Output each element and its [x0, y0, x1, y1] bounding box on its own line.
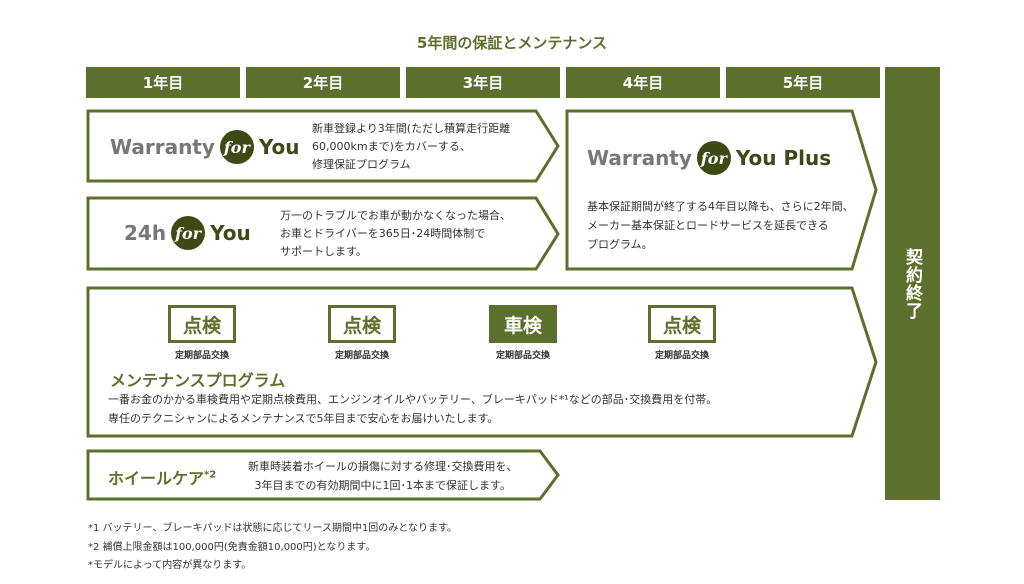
logo-word: Warranty: [587, 146, 692, 170]
inspection-stamp-1: 点検: [168, 305, 236, 343]
footnote-mark: *2: [204, 469, 217, 481]
24h-for-you-logo: 24h for You: [124, 216, 251, 250]
warranty-plus-description: 基本保証期間が終了する4年目以降も、さらに2年間、 メーカー基本保証とロードサー…: [587, 197, 854, 254]
stamp-caption: 定期部品交換: [654, 351, 709, 361]
for-badge: for: [696, 141, 731, 175]
page-title: 5年間の保証とメンテナンス: [416, 34, 608, 52]
for-badge: for: [171, 216, 206, 250]
footnote-1: *1 バッテリー、ブレーキパッドは状態に応じてリース期間中1回のみとなります。: [88, 523, 458, 534]
desc-line: 一番お金のかかる車検費用や定期点検費用、エンジンオイルやバッテリー、ブレーキパッ…: [108, 393, 718, 406]
contract-end-bar: 契約終了: [885, 67, 940, 500]
desc-line: メーカー基本保証とロードサービスを延長できる: [587, 219, 829, 232]
desc-line: 専任のテクニシャンによるメンテナンスで5年目まで安心をお届けいたします。: [108, 412, 499, 425]
inspection-stamp-2: 点検: [328, 305, 396, 343]
year-3-header: 3年目: [406, 67, 560, 98]
year-1-header: 1年目: [86, 67, 240, 98]
warranty-arrow: [86, 109, 560, 183]
wheel-care-title: ホイールケア: [108, 469, 205, 488]
logo-word: 24h: [124, 221, 167, 245]
stamp-caption: 定期部品交換: [334, 351, 389, 361]
shaken-stamp: 車検: [489, 305, 557, 343]
desc-line: サポートします。: [280, 245, 367, 258]
desc-line: 60,000kmまで)をカバーする、: [312, 140, 471, 153]
maintenance-description: 一番お金のかかる車検費用や定期点検費用、エンジンオイルやバッテリー、ブレーキパッ…: [108, 390, 717, 428]
logo-you: You: [258, 135, 300, 159]
wheel-care-description: 新車時装着ホイールの損傷に対する修理･交換費用を、 3年目までの有効期間中に1回…: [248, 457, 518, 495]
24h-description: 万一のトラブルでお車が動かなくなった場合、 お車とドライバーを365日･24時間…: [280, 207, 511, 261]
logo-you-plus: You Plus: [735, 146, 832, 170]
year-2-header: 2年目: [246, 67, 400, 98]
desc-line: 修理保証プログラム: [312, 158, 411, 171]
wheel-care-heading: ホイールケア*2: [108, 465, 216, 489]
maintenance-arrow: [86, 286, 878, 438]
desc-line: 基本保証期間が終了する4年目以降も、さらに2年間、: [587, 200, 854, 213]
h24-arrow: [86, 196, 560, 271]
inspection-stamp-4: 点検: [648, 305, 716, 343]
stamp-caption: 定期部品交換: [174, 351, 229, 361]
desc-line: お車とドライバーを365日･24時間体制で: [280, 227, 486, 240]
desc-line: 万一のトラブルでお車が動かなくなった場合、: [280, 209, 511, 222]
warranty-for-you-logo: Warranty for You: [110, 130, 300, 164]
stamp-caption: 定期部品交換: [495, 351, 550, 361]
warranty-plus-arrow: [565, 109, 878, 271]
desc-line: 新車時装着ホイールの損傷に対する修理･交換費用を、: [248, 460, 518, 473]
warranty-description: 新車登録より3年間(ただし積算走行距離 60,000kmまで)をカバーする、 修…: [312, 120, 510, 174]
for-badge: for: [219, 130, 254, 164]
logo-word: Warranty: [110, 135, 215, 159]
footnote-3: *モデルによって内容が異なります。: [88, 560, 252, 571]
logo-you: You: [210, 221, 251, 245]
year-5-header: 5年目: [726, 67, 880, 98]
footnote-2: *2 補償上限金額は100,000円(免責金額10,000円)となります。: [88, 542, 376, 553]
desc-line: 3年目までの有効期間中に1回･1本まで保証します。: [254, 479, 511, 492]
warranty-plus-logo: Warranty for You Plus: [587, 141, 831, 175]
desc-line: 新車登録より3年間(ただし積算走行距離: [312, 122, 511, 135]
desc-line: プログラム。: [587, 238, 653, 251]
maintenance-heading: メンテナンスプログラム: [110, 371, 286, 390]
wheel-arrow: [86, 449, 560, 501]
year-4-header: 4年目: [566, 67, 720, 98]
